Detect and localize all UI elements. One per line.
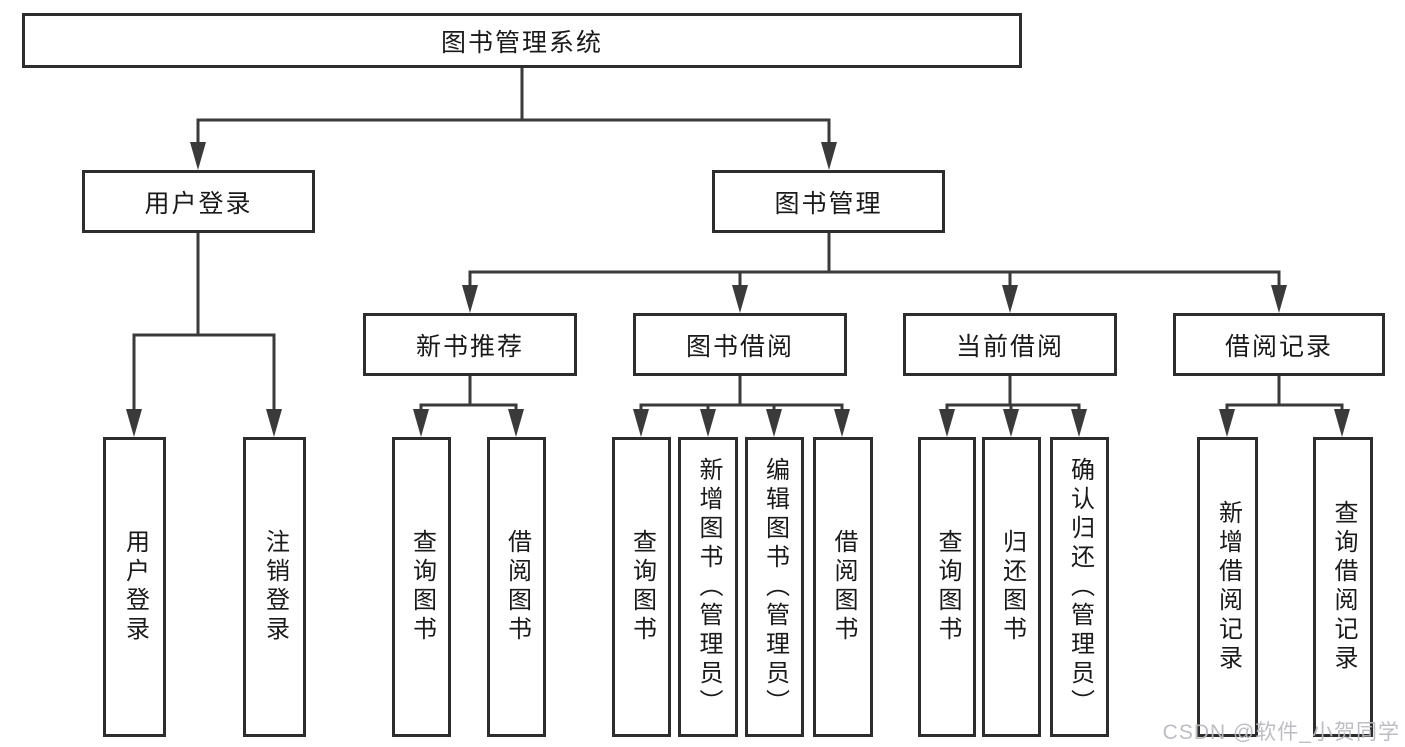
arrowhead	[766, 409, 782, 437]
leaf-return-books: 归还图书	[982, 437, 1041, 737]
arrowheads-root-to-level2	[190, 142, 837, 170]
leaf-add-books-admin: 新增图书（管理员）	[678, 437, 738, 737]
node-label: 编辑图书（管理员）	[761, 456, 789, 718]
arrowhead	[1219, 409, 1235, 437]
node-user-login: 用户登录	[82, 170, 315, 233]
connector-records-to-leaves	[1225, 376, 1344, 411]
arrowhead	[508, 409, 524, 437]
connector-login-to-leaves	[132, 233, 276, 411]
leaf-confirm-return-admin: 确认归还（管理员）	[1050, 437, 1109, 737]
arrowhead	[190, 142, 206, 170]
node-label: 查询图书	[628, 529, 656, 645]
node-label: 新增借阅记录	[1214, 500, 1242, 674]
arrowhead	[939, 409, 955, 437]
leaf-borrow-books: 借阅图书	[813, 437, 873, 737]
arrowhead	[633, 409, 649, 437]
node-label: 新增图书（管理员）	[695, 456, 722, 718]
connector-mgmt-to-level3	[468, 233, 1281, 287]
arrowhead	[126, 409, 142, 437]
leaf-query-books-current: 查询图书	[918, 437, 976, 737]
node-book-management: 图书管理	[712, 170, 945, 233]
node-label: 图书管理	[774, 189, 883, 218]
node-label: 新书推荐	[415, 332, 524, 361]
leaf-user-login: 用户登录	[103, 437, 166, 737]
node-label: 借阅图书	[830, 529, 857, 645]
node-label: 用户登录	[121, 529, 149, 645]
node-current-borrowing: 当前借阅	[903, 313, 1117, 376]
arrowheads-mgmt-to-level3	[462, 285, 1287, 313]
arrowhead	[1002, 285, 1018, 313]
arrowheads-login-to-leaves	[126, 409, 282, 437]
leaf-query-books-recommend: 查询图书	[392, 437, 451, 737]
node-new-book-recommend: 新书推荐	[363, 313, 577, 376]
arrowhead	[834, 409, 850, 437]
node-root-system: 图书管理系统	[22, 13, 1022, 68]
arrowhead	[732, 285, 748, 313]
node-label: 用户登录	[144, 189, 253, 218]
node-label: 借阅记录	[1224, 332, 1333, 361]
node-label: 查询图书	[934, 529, 961, 645]
connector-current-to-leaves	[945, 376, 1081, 411]
node-label: 归还图书	[998, 529, 1026, 645]
node-label: 图书管理系统	[440, 28, 603, 57]
node-borrowing-records: 借阅记录	[1173, 313, 1385, 376]
arrowheads-records-to-leaves	[1219, 409, 1350, 437]
leaf-logout: 注销登录	[243, 437, 306, 737]
connector-recommend-to-leaves	[419, 376, 518, 411]
arrowhead	[1334, 409, 1350, 437]
node-label: 图书借阅	[685, 332, 794, 361]
arrowheads-current-to-leaves	[939, 409, 1087, 437]
connector-borrow-to-leaves	[639, 376, 844, 411]
arrowhead	[462, 285, 478, 313]
arrowhead	[1071, 409, 1087, 437]
node-label: 查询图书	[408, 529, 436, 645]
csdn-watermark: CSDN @软件_小贺同学	[1162, 721, 1400, 744]
node-label: 注销登录	[261, 529, 289, 645]
arrowhead	[1003, 409, 1019, 437]
leaf-query-books-borrow: 查询图书	[612, 437, 671, 737]
arrowhead	[413, 409, 429, 437]
leaf-borrow-books-recommend: 借阅图书	[487, 437, 546, 737]
node-label: 确认归还（管理员）	[1066, 456, 1094, 718]
arrowhead	[700, 409, 716, 437]
leaf-query-borrow-record: 查询借阅记录	[1313, 437, 1373, 737]
arrowhead	[821, 142, 837, 170]
node-label: 查询借阅记录	[1330, 500, 1357, 674]
arrowheads-recommend-to-leaves	[413, 409, 524, 437]
node-label: 借阅图书	[503, 529, 531, 645]
arrowhead	[1271, 285, 1287, 313]
leaf-add-borrow-record: 新增借阅记录	[1197, 437, 1258, 737]
leaf-edit-books-admin: 编辑图书（管理员）	[745, 437, 804, 737]
arrowheads-borrow-to-leaves	[633, 409, 850, 437]
node-book-borrowing: 图书借阅	[633, 313, 847, 376]
arrowhead	[266, 409, 282, 437]
node-label: 当前借阅	[955, 332, 1064, 361]
connector-root-to-level2	[196, 67, 831, 144]
